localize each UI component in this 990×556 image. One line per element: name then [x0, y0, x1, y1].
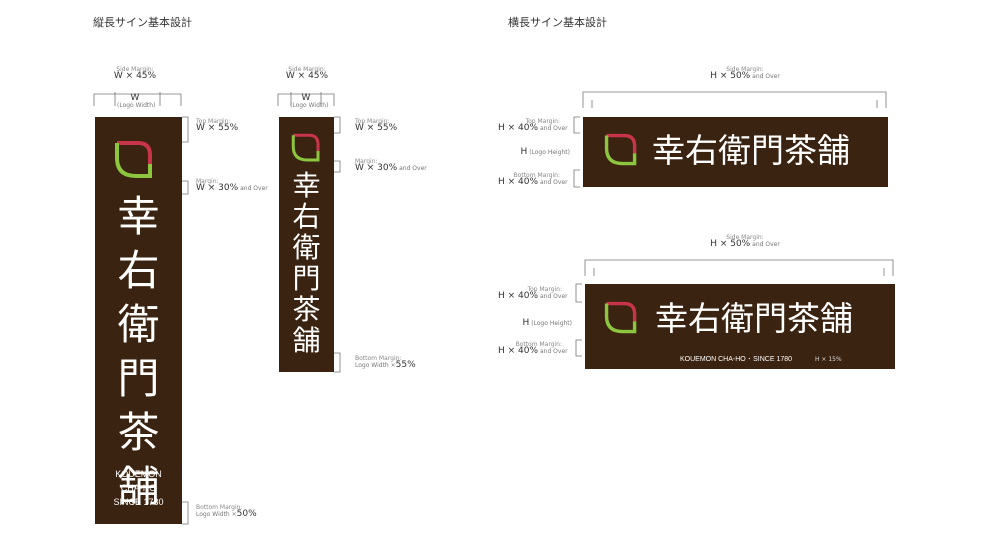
sign-board [585, 284, 895, 369]
margin-brackets [573, 116, 580, 188]
margin-brackets [575, 283, 582, 357]
logo-height-label: H (Logo Height) [520, 147, 570, 157]
logo-wordmark-vertical: 幸右衛 門茶舗 [292, 169, 321, 357]
sign-board [95, 117, 182, 524]
logo-wordmark-vertical: 幸右衛 門茶舗 [117, 192, 160, 511]
horizontal-section-title: 横長サイン基本設計 [508, 16, 607, 29]
logo-wordmark-horizontal: 幸右衛門茶舗 [652, 131, 850, 170]
logo-wordmark-horizontal: 幸右衛門茶舗 [655, 299, 853, 338]
vertical-section-title: 縦長サイン基本設計 [93, 16, 192, 29]
logo-mark-icon [604, 301, 637, 334]
logo-margin-annotation: Margin: W × 30% and Over [355, 158, 427, 173]
top-margin-annotation: Top Margin: H × 40% and Over [498, 286, 568, 301]
sub-text: KOUEMON CHA-HO SINCE 1780 [113, 469, 164, 507]
logo-width-label: W (Logo Width) [290, 93, 329, 110]
bottom-margin-annotation: Bottom Margin: H × 40% and Over [498, 172, 568, 187]
logo-height-label: H (Logo Height) [522, 318, 572, 328]
top-margin-annotation: Top Margin: H × 40% and Over [498, 118, 568, 133]
top-margin-annotation: Top Margin: W × 55% [355, 118, 398, 133]
sub-text: KOUEMON CHA-HO ･ SINCE 1780 [680, 356, 793, 363]
side-margin-bracket [93, 92, 182, 106]
side-margin-bracket [584, 259, 894, 276]
bottom-margin-annotation: Bottom Margin: Logo Width ×55% [355, 355, 416, 370]
side-margin-bracket [277, 92, 335, 106]
logo-mark-icon [115, 141, 152, 178]
logo-mark-icon [604, 133, 637, 166]
bottom-margin-annotation: Bottom Margin: Logo Width ×50% [196, 504, 257, 519]
margin-brackets [182, 116, 189, 525]
logo-width-label: W (Logo Width) [117, 93, 156, 110]
bottom-margin-annotation: Bottom Margin: H × 40% and Over [498, 341, 568, 356]
side-margin-annotation: Side Margin: H × 50% and Over [710, 66, 780, 81]
side-margin-bracket [582, 91, 887, 108]
side-margin-annotation: Side Margin: W × 45% [285, 66, 329, 81]
logo-mark-icon [291, 133, 320, 162]
top-margin-annotation: Top Margin: W × 55% [196, 118, 239, 133]
logo-margin-annotation: Margin: W × 30% and Over [196, 178, 268, 193]
margin-brackets [334, 116, 341, 373]
sub-text-height-note: H × 15% [815, 356, 842, 363]
side-margin-annotation: Side Margin: H × 50% and Over [710, 234, 780, 249]
side-margin-annotation: Side Margin: W × 45% [113, 66, 157, 81]
